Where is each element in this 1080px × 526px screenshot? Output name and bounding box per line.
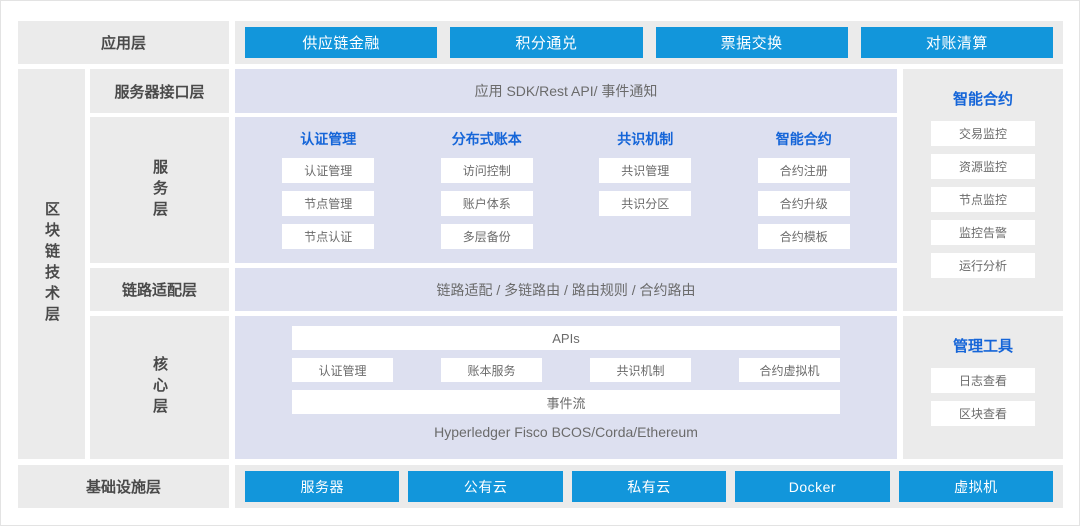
side-chip-transaction-monitor[interactable]: 交易监控 bbox=[931, 121, 1035, 146]
application-layer-strip: 供应链金融 积分通兑 票据交换 对账清算 bbox=[235, 21, 1063, 64]
core-chip-consensus-mechanism[interactable]: 共识机制 bbox=[590, 358, 691, 382]
app-item-supply-chain-finance[interactable]: 供应链金融 bbox=[245, 27, 438, 58]
infrastructure-layer-strip: 服务器 公有云 私有云 Docker 虚拟机 bbox=[235, 465, 1063, 508]
link-adaptation-layer-label: 链路适配层 bbox=[90, 268, 229, 311]
service-chip[interactable]: 合约模板 bbox=[757, 224, 850, 249]
application-layer-label: 应用层 bbox=[18, 21, 229, 64]
app-item-points-exchange[interactable]: 积分通兑 bbox=[450, 27, 643, 58]
infra-item-virtual-machine[interactable]: 虚拟机 bbox=[898, 471, 1054, 502]
service-column-head: 分布式账本 bbox=[451, 131, 522, 147]
service-chip[interactable]: 共识管理 bbox=[599, 158, 692, 183]
infra-item-docker[interactable]: Docker bbox=[735, 471, 890, 502]
infrastructure-layer-label: 基础设施层 bbox=[18, 465, 229, 508]
side-chip-block-explorer[interactable]: 区块查看 bbox=[931, 401, 1035, 426]
service-layer-body: 认证管理 认证管理 节点管理 节点认证 分布式账本 访问控制 账户体系 多层备份… bbox=[235, 117, 897, 263]
core-chip-ledger-service[interactable]: 账本服务 bbox=[441, 358, 542, 382]
service-chip[interactable]: 合约升级 bbox=[757, 191, 850, 216]
core-layer-body: APIs 认证管理 账本服务 共识机制 合约虚拟机 事件流 Hyperledge… bbox=[235, 316, 897, 459]
core-layer-label: 核心层 bbox=[90, 316, 229, 459]
service-column-auth-management: 认证管理 认证管理 节点管理 节点认证 bbox=[249, 129, 408, 257]
service-column-head: 认证管理 bbox=[300, 131, 357, 147]
service-column-consensus-mechanism: 共识机制 共识管理 共识分区 bbox=[566, 129, 725, 257]
service-column-head: 共识机制 bbox=[617, 131, 674, 147]
service-chip[interactable]: 访问控制 bbox=[440, 158, 533, 183]
infra-item-private-cloud[interactable]: 私有云 bbox=[571, 471, 727, 502]
infra-item-server[interactable]: 服务器 bbox=[245, 471, 400, 502]
blockchain-tech-layer-text: 区块链技术层 bbox=[43, 201, 60, 327]
side-chip-monitor-alert[interactable]: 监控告警 bbox=[931, 220, 1035, 245]
side-chip-runtime-analysis[interactable]: 运行分析 bbox=[931, 253, 1035, 278]
link-adaptation-layer-band: 链路适配 / 多链路由 / 路由规则 / 合约路由 bbox=[235, 268, 897, 311]
side-chip-log-viewer[interactable]: 日志查看 bbox=[931, 368, 1035, 393]
blockchain-tech-layer-label: 区块链技术层 bbox=[18, 69, 85, 459]
service-chip[interactable]: 合约注册 bbox=[757, 158, 850, 183]
side-panel-smart-contract: 智能合约 交易监控 资源监控 节点监控 监控告警 运行分析 bbox=[903, 69, 1063, 311]
service-chip[interactable]: 账户体系 bbox=[440, 191, 533, 216]
core-apis-bar[interactable]: APIs bbox=[292, 326, 840, 350]
core-platform-footer: Hyperledger Fisco BCOS/Corda/Ethereum bbox=[434, 424, 698, 440]
core-layer-text: 核心层 bbox=[151, 356, 168, 419]
service-column-smart-contract: 智能合约 合约注册 合约升级 合约模板 bbox=[725, 129, 884, 257]
service-layer-label: 服务层 bbox=[90, 117, 229, 263]
side-chip-resource-monitor[interactable]: 资源监控 bbox=[931, 154, 1035, 179]
service-chip[interactable]: 共识分区 bbox=[599, 191, 692, 216]
side-panel-head: 智能合约 bbox=[952, 91, 1013, 108]
service-chip[interactable]: 多层备份 bbox=[440, 224, 533, 249]
infra-item-public-cloud[interactable]: 公有云 bbox=[408, 471, 563, 502]
core-event-stream-bar[interactable]: 事件流 bbox=[292, 390, 840, 414]
service-chip[interactable]: 认证管理 bbox=[282, 158, 375, 183]
core-chip-auth-management[interactable]: 认证管理 bbox=[292, 358, 393, 382]
service-layer-text: 服务层 bbox=[151, 158, 168, 222]
core-chip-contract-vm[interactable]: 合约虚拟机 bbox=[739, 358, 840, 382]
service-chip[interactable]: 节点认证 bbox=[282, 224, 375, 249]
server-interface-layer-label: 服务器接口层 bbox=[90, 69, 229, 113]
side-chip-node-monitor[interactable]: 节点监控 bbox=[931, 187, 1035, 212]
service-column-head: 智能合约 bbox=[775, 131, 832, 147]
side-panel-head: 管理工具 bbox=[952, 338, 1013, 355]
server-interface-layer-band: 应用 SDK/Rest API/ 事件通知 bbox=[235, 69, 897, 113]
service-column-distributed-ledger: 分布式账本 访问控制 账户体系 多层备份 bbox=[408, 129, 567, 257]
side-panel-management-tools: 管理工具 日志查看 区块查看 bbox=[903, 316, 1063, 459]
service-chip[interactable]: 节点管理 bbox=[282, 191, 375, 216]
app-item-bill-exchange[interactable]: 票据交换 bbox=[655, 27, 848, 58]
app-item-reconciliation-settlement[interactable]: 对账清算 bbox=[860, 27, 1053, 58]
